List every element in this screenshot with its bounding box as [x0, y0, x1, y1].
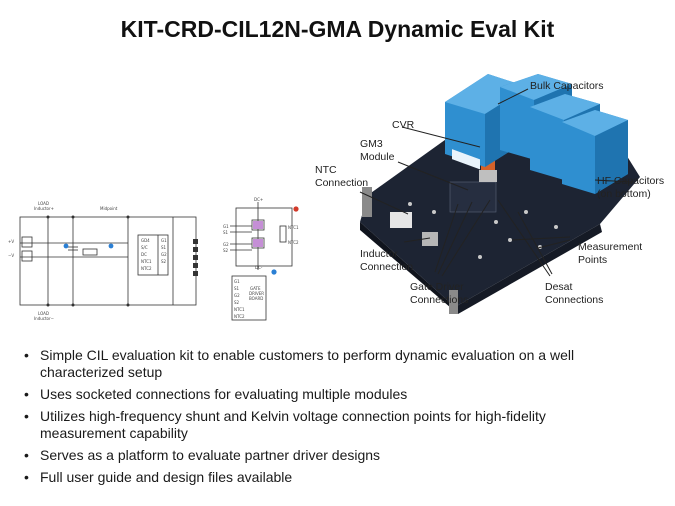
- leader-desat-2: [517, 211, 553, 275]
- schematic-right-connector: [231, 275, 267, 321]
- svg-text:GD4: GD4: [141, 238, 150, 243]
- inductor-connector: [422, 232, 438, 246]
- svg-text:NTC2: NTC2: [234, 314, 245, 319]
- schematic-right-switch-bottom: [251, 237, 265, 249]
- svg-text:NTC2: NTC2: [288, 240, 299, 245]
- leader-ntc: [359, 191, 409, 215]
- callout-hf-capacitors: HF Capacitors(on bottom): [597, 175, 665, 200]
- svg-text:NTC1: NTC1: [141, 259, 152, 264]
- schematic-left-label-vplus: +V: [8, 239, 14, 244]
- leader-desat-1: [497, 199, 551, 277]
- schematic-left-label-load-top: LOAD: [38, 201, 49, 206]
- schematic-left-bridge-top: [21, 236, 33, 248]
- schematic-right-label-dcplus: DC+: [254, 197, 263, 202]
- schematic-right-ntc: [279, 225, 287, 243]
- svg-text:S2: S2: [223, 248, 229, 253]
- leader-gate-driver-2: [437, 201, 473, 275]
- svg-text:G2: G2: [223, 242, 229, 247]
- svg-text:G1: G1: [161, 238, 167, 243]
- standoff-left: [362, 187, 372, 217]
- svg-text:S1: S1: [223, 230, 229, 235]
- svg-text:G2: G2: [161, 252, 167, 257]
- bullet-item: Full user guide and design files availab…: [22, 469, 582, 486]
- svg-text:G1: G1: [223, 224, 229, 229]
- svg-text:NTC1: NTC1: [234, 307, 245, 312]
- svg-text:G2: G2: [234, 293, 240, 298]
- gm3-module-socket: [449, 181, 497, 213]
- svg-text:DC: DC: [141, 252, 147, 257]
- schematic-right-switch-top: [251, 219, 265, 231]
- svg-text:DRIVER: DRIVER: [249, 291, 264, 296]
- schematic-right: DC+ G1 S1 G2 S2 NTC1 NTC2 DC- G1 S1 G2 S…: [223, 197, 299, 321]
- svg-text:BOARD: BOARD: [249, 296, 263, 301]
- bullet-item: Utilizes high-frequency shunt and Kelvin…: [22, 408, 582, 442]
- leader-gm3: [397, 161, 469, 191]
- leader-measurement-1: [511, 236, 571, 241]
- leader-hf: [594, 179, 633, 183]
- svg-text:NTC1: NTC1: [288, 225, 299, 230]
- svg-text:S2: S2: [234, 300, 240, 305]
- callout-cvr: CVR: [392, 119, 415, 131]
- slide-title: KIT-CRD-CIL12N-GMA Dynamic Eval Kit: [120, 16, 555, 42]
- svg-text:S/C: S/C: [141, 245, 148, 250]
- bullet-item: Serves as a platform to evaluate partner…: [22, 447, 582, 464]
- standoff-front: [449, 290, 458, 314]
- schematic-left-blue-dot-2: [108, 243, 114, 249]
- leader-cvr: [401, 126, 481, 148]
- bullet-item: Uses socketed connections for evaluating…: [22, 386, 582, 403]
- capacitor-label: [452, 149, 480, 170]
- svg-text:Inductor+: Inductor+: [34, 206, 54, 211]
- schematic-left-bridge-bottom: [21, 250, 33, 262]
- schematic-left-resistor: [82, 248, 98, 256]
- leader-measurement-2: [537, 239, 571, 249]
- svg-text:NTC2: NTC2: [141, 266, 152, 271]
- bullet-item: Simple CIL evaluation kit to enable cust…: [22, 347, 582, 381]
- schematic-left-frame: [19, 216, 197, 306]
- leader-gate-driver-1: [434, 203, 459, 273]
- svg-text:S1: S1: [234, 286, 240, 291]
- svg-text:G1: G1: [234, 279, 240, 284]
- svg-text:S2: S2: [161, 259, 167, 264]
- leader-inductor: [403, 237, 431, 243]
- schematic-left-label-load-bottom: Inductor−: [34, 316, 54, 321]
- schematic-left-blue-dot-1: [63, 243, 69, 249]
- leader-gate-driver-3: [441, 199, 491, 277]
- schematic-right-module-frame: [235, 207, 293, 267]
- eval-kit-photo: [359, 74, 640, 314]
- leader-bulk-capacitors: [497, 88, 529, 105]
- feature-bullet-list: Simple CIL evaluation kit to enable cust…: [22, 347, 582, 491]
- callout-bulk-capacitors: Bulk Capacitors: [530, 80, 604, 92]
- schematic-left-ic: [137, 234, 169, 276]
- ntc-connector: [390, 212, 412, 228]
- schematic-right-label-dcminus: DC-: [255, 265, 263, 270]
- svg-text:S1: S1: [161, 245, 167, 250]
- schematic-left-label-midpoint: Midpoint: [100, 206, 118, 211]
- schematic-right-red-dot: [293, 206, 299, 212]
- svg-text:GATE: GATE: [250, 286, 261, 291]
- schematic-left: LOAD Inductor+ Midpoint LOAD Inductor− +…: [8, 201, 198, 321]
- schematic-left-label-vminus: −V: [8, 253, 14, 258]
- svg-text:LOAD: LOAD: [38, 311, 49, 316]
- schematic-right-blue-dot: [271, 269, 277, 275]
